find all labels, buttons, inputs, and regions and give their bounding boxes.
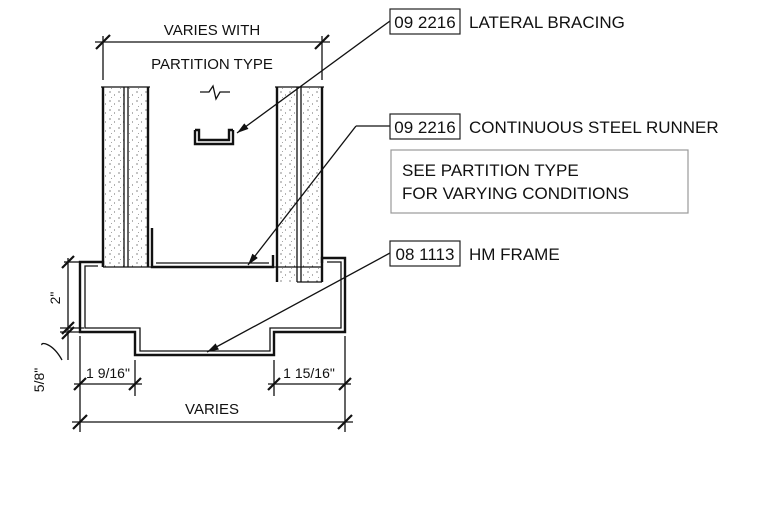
top-dimension: VARIES WITH PARTITION TYPE: [95, 22, 330, 80]
leader-lines: [206, 20, 391, 353]
callout-code: 08 1113: [396, 245, 455, 264]
hm-frame-profile: [78, 256, 347, 357]
callout-continuous-steel-runner: 09 2216 CONTINUOUS STEEL RUNNER: [389, 113, 719, 140]
note-line1: SEE PARTITION TYPE: [402, 161, 579, 180]
left-vertical-dimension: 2" 5/8": [31, 255, 84, 392]
right-gypsum-board: [275, 86, 324, 282]
top-dimension-line2: PARTITION TYPE: [151, 56, 273, 73]
five-eighths-label: 5/8": [31, 368, 47, 392]
break-line: [200, 84, 230, 101]
callout-lateral-bracing: 09 2216 LATERAL BRACING: [389, 8, 625, 35]
note-line2: FOR VARYING CONDITIONS: [402, 184, 629, 203]
lateral-bracing-channel: [193, 128, 235, 146]
offset-dimensions: 1 9/16" 1 15/16": [73, 336, 352, 432]
two-inch-label: 2": [47, 292, 63, 305]
callout-code: 09 2216: [394, 118, 455, 137]
callout-label: HM FRAME: [469, 245, 560, 264]
callout-hm-frame: 08 1113 HM FRAME: [389, 240, 560, 267]
bottom-dimension: VARIES: [72, 401, 353, 430]
callout-label: CONTINUOUS STEEL RUNNER: [469, 118, 719, 137]
callout-code: 09 2216: [394, 13, 455, 32]
bottom-dimension-label: VARIES: [185, 401, 239, 418]
left-gypsum-board: [101, 86, 150, 267]
top-dimension-line1: VARIES WITH: [164, 22, 260, 39]
note-box: SEE PARTITION TYPE FOR VARYING CONDITION…: [390, 149, 689, 214]
callout-label: LATERAL BRACING: [469, 13, 625, 32]
continuous-steel-runner: [150, 228, 275, 269]
left-offset-label: 1 9/16": [86, 365, 130, 381]
right-offset-label: 1 15/16": [283, 365, 335, 381]
